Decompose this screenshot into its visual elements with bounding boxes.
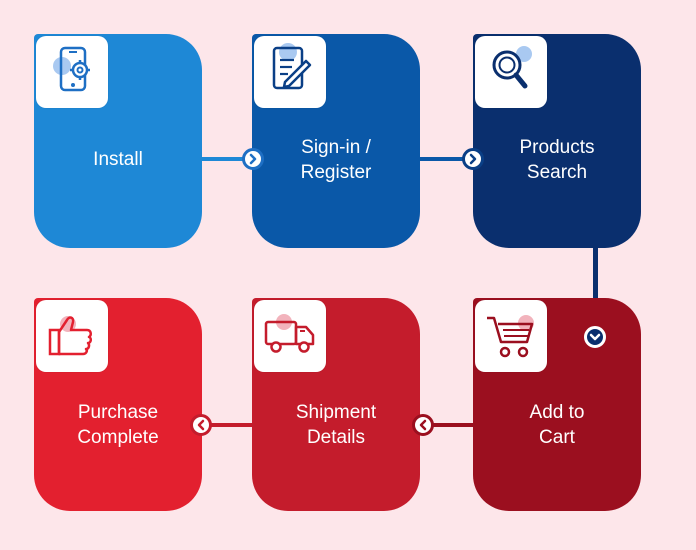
magnifier-icon [492, 46, 532, 89]
step-search-icon-box [475, 36, 547, 108]
connector-cart-to-shipment [420, 423, 478, 427]
step-signin-icon-box [254, 36, 326, 108]
step-signin-label: Sign-in / Register [300, 137, 372, 183]
arrow-right-icon [242, 148, 264, 170]
step-purchase-icon-box [36, 300, 108, 372]
step-cart-icon-box [475, 300, 547, 372]
thumbs-up-icon [48, 316, 93, 356]
connector-install-to-signin [200, 157, 256, 161]
arrow-right-icon [462, 148, 484, 170]
step-search-label: Products Search [519, 137, 595, 183]
step-install-label: Install [93, 149, 143, 170]
step-cart-label: Add to Cart [529, 402, 585, 448]
step-purchase-label: Purchase Complete [77, 402, 159, 448]
delivery-truck-icon [264, 314, 315, 353]
step-shipment-label: Shipment Details [295, 402, 377, 448]
arrow-down-icon [584, 326, 606, 348]
shopping-cart-icon [487, 315, 534, 358]
document-pen-icon [272, 43, 312, 90]
connector-signin-to-search [418, 157, 474, 161]
connector-search-to-cart [593, 246, 598, 338]
phone-gear-icon [53, 46, 90, 92]
arrow-left-icon [412, 414, 434, 436]
arrow-left-icon [190, 414, 212, 436]
step-install-icon-box [36, 36, 108, 108]
step-shipment-icon-box [254, 300, 326, 372]
connector-shipment-to-purchase [200, 423, 256, 427]
